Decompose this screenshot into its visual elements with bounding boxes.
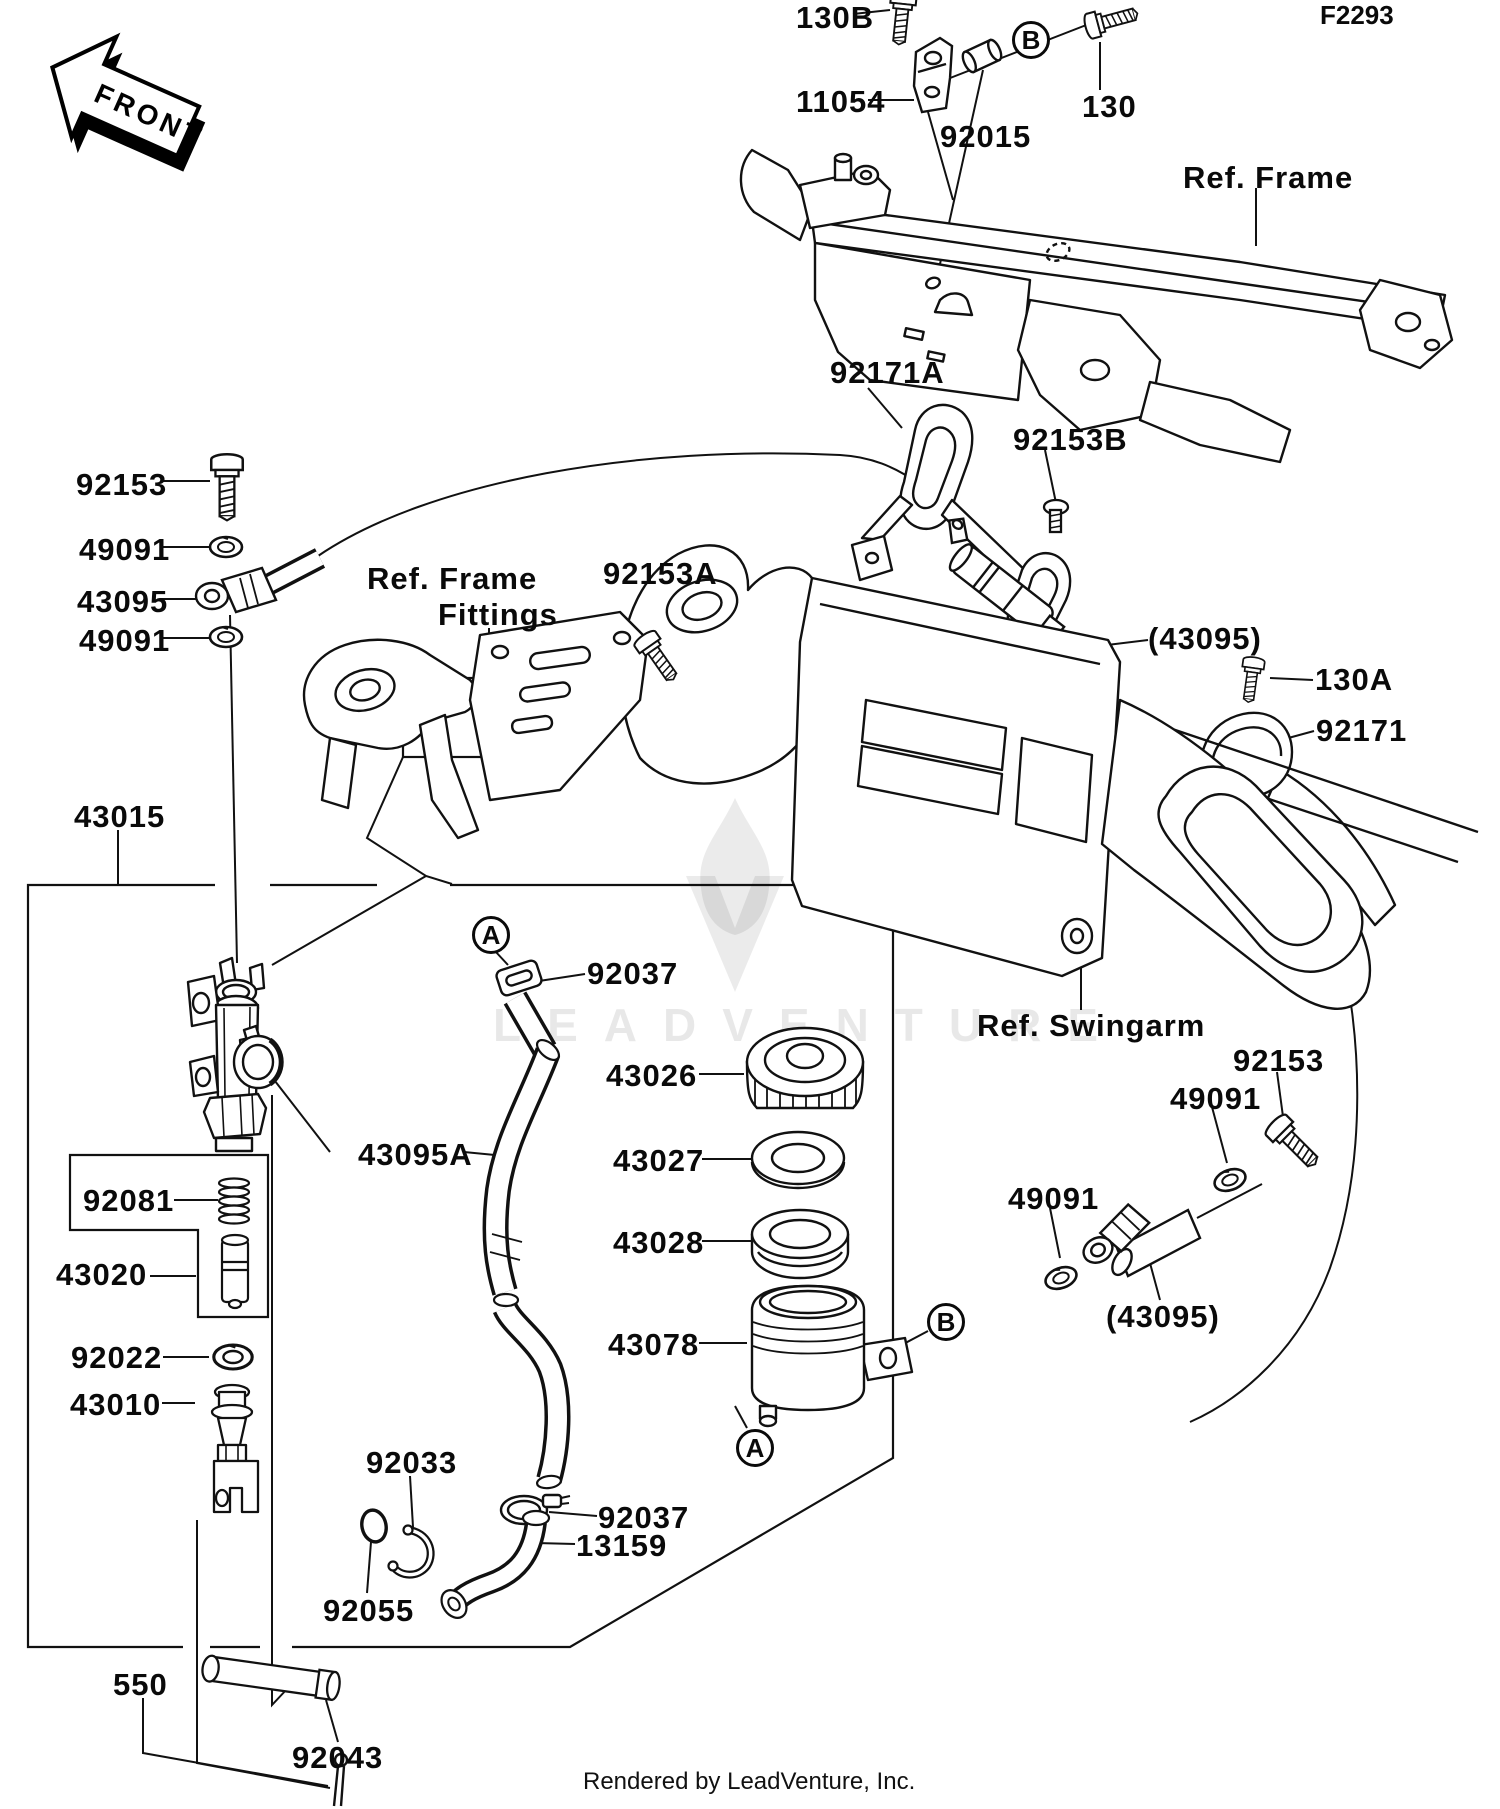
diaphragm-43028-drawing (750, 1208, 850, 1280)
label-ref-frame-fittings-1: Ref. Frame (367, 561, 538, 596)
spring-92081-drawing (217, 1177, 251, 1225)
reservoir-43078-drawing (750, 1284, 914, 1428)
label-43015: 43015 (74, 799, 166, 834)
label-49091-left-lower: 49091 (79, 623, 171, 658)
bolt-130-drawing (1081, 0, 1142, 41)
rod-43010-drawing (210, 1383, 260, 1514)
marker-a-mid-circle: A (472, 916, 510, 954)
marker-b-right-circle: B (927, 1303, 965, 1341)
right-banjo-chain (1041, 1110, 1327, 1295)
piston-43020-drawing (220, 1233, 250, 1310)
joint-43095-left-drawing (194, 548, 326, 614)
bolt-92153-right-drawing (1261, 1110, 1327, 1176)
label-11054: 11054 (796, 84, 886, 119)
label-43095-paren-bottom: (43095) (1106, 1299, 1220, 1334)
label-ref-frame: Ref. Frame (1183, 160, 1354, 195)
clamp-92037-top-drawing (495, 959, 543, 997)
label-49091-left-upper: 49091 (79, 532, 171, 567)
joint-43095-bottom-drawing (1082, 1202, 1202, 1278)
figure-code: F2293 (1320, 0, 1394, 30)
label-92171a: 92171A (830, 355, 945, 390)
label-92037-bottom: 92037 (598, 1500, 690, 1535)
washer-92022-drawing (212, 1343, 254, 1371)
leadventure-watermark-logo (686, 798, 784, 992)
circlip-92033-drawing (387, 1524, 435, 1579)
label-ref-swingarm: Ref. Swingarm (977, 1008, 1206, 1043)
screw-92153b-drawing (1042, 498, 1070, 534)
label-92055: 92055 (323, 1593, 415, 1628)
hose-43095a-drawing (482, 991, 571, 1490)
label-92015: 92015 (940, 119, 1032, 154)
label-49091-right-lower: 49091 (1008, 1181, 1100, 1216)
frame-drawing (739, 148, 1454, 464)
label-92171: 92171 (1316, 713, 1408, 748)
label-43028: 43028 (613, 1225, 705, 1260)
label-43095-left: 43095 (77, 584, 169, 619)
label-43026: 43026 (606, 1058, 698, 1093)
front-direction-arrow: FRONT (50, 32, 209, 172)
label-92043: 92043 (292, 1740, 384, 1775)
label-92153b: 92153B (1013, 422, 1128, 457)
marker-a-bottom-circle: A (736, 1429, 774, 1467)
label-130: 130 (1082, 89, 1137, 124)
washer-49091-left-lower-drawing (208, 625, 244, 649)
left-banjo-chain (194, 452, 326, 649)
oring-92055-drawing (360, 1508, 388, 1544)
label-92037-top: 92037 (587, 956, 679, 991)
label-43027: 43027 (613, 1143, 705, 1178)
label-92081: 92081 (83, 1183, 175, 1218)
label-92153-right: 92153 (1233, 1043, 1325, 1078)
top-hardware (885, 0, 1142, 114)
marker-b-top-circle: B (1012, 21, 1050, 59)
label-92022: 92022 (71, 1340, 163, 1375)
label-92153-left: 92153 (76, 467, 168, 502)
bolt-92043-drawing (201, 1654, 341, 1702)
spacer-92015-drawing (961, 38, 1003, 74)
fittings-drawing (302, 610, 650, 840)
label-ref-frame-fittings-2: Fittings (438, 597, 558, 632)
label-43020: 43020 (56, 1257, 148, 1292)
bolt-130a-drawing (1236, 654, 1267, 705)
cap-43026-drawing (745, 1026, 865, 1110)
master-cylinder-drawing (186, 956, 284, 1153)
label-550: 550 (113, 1667, 168, 1702)
bolt-130b-drawing (885, 0, 919, 47)
label-43078: 43078 (608, 1327, 700, 1362)
bolt-92153-left-drawing (209, 452, 245, 522)
swingarm-drawing (619, 544, 1479, 1010)
plate-43027-drawing (750, 1130, 846, 1190)
label-43095-paren-top: (43095) (1148, 621, 1262, 656)
label-49091-right-upper: 49091 (1170, 1081, 1262, 1116)
washer-49091-right-upper-drawing (1210, 1163, 1250, 1197)
label-130b: 130B (796, 0, 875, 35)
label-43010: 43010 (70, 1387, 162, 1422)
washer-49091-right-lower-drawing (1041, 1261, 1081, 1295)
label-43095a: 43095A (358, 1137, 473, 1172)
label-130a: 130A (1315, 662, 1394, 697)
pin-550-drawing (332, 1752, 349, 1807)
pipe-13159-drawing (440, 1509, 551, 1619)
label-13159: 13159 (576, 1528, 668, 1563)
render-credit: Rendered by LeadVenture, Inc. (583, 1768, 916, 1795)
label-92153a: 92153A (603, 556, 718, 591)
washer-49091-left-upper-drawing (208, 535, 244, 559)
label-92033: 92033 (366, 1445, 458, 1480)
bracket-11054-drawing (912, 36, 954, 114)
